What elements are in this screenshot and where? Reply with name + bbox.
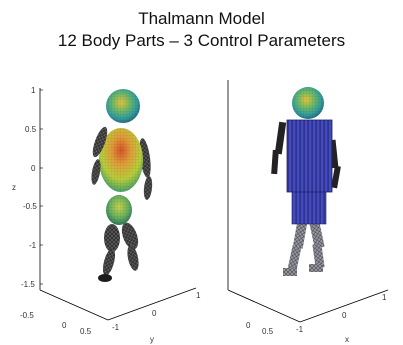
right-figure-arm-lower-right: [331, 166, 341, 189]
right-figure-torso: [287, 120, 332, 192]
right-y-tick-3: 1: [382, 293, 387, 302]
left-figure-shin-right: [125, 244, 140, 272]
left-z-label: z: [12, 183, 16, 192]
right-y-label: x: [345, 335, 349, 344]
right-x-tick-1: 0: [246, 321, 251, 330]
right-figure-arm-upper-left: [275, 122, 286, 155]
left-x-tick-2: 0.5: [80, 327, 92, 336]
left-y-tick-3: 1: [196, 291, 201, 300]
right-y-tick-1: -1: [296, 325, 304, 334]
left-y-label: y: [150, 335, 154, 344]
left-z-tick-1: 1: [31, 86, 36, 95]
left-y-tick-1: -1: [112, 323, 120, 332]
left-x-tick-1: 0: [62, 321, 67, 330]
left-bottom-tick: -0.5: [20, 311, 34, 320]
left-figure-shin-left: [101, 247, 118, 277]
right-x-tick-2: 0.5: [262, 327, 274, 336]
left-panel-axes: 1 0.5 0 -0.5 -1 -1.5 z -0.5 0 0.5 -1 0 1…: [12, 86, 201, 344]
left-z-tick-5: -1: [29, 241, 37, 250]
right-figure-hips: [292, 190, 326, 224]
right-figure: [271, 87, 341, 276]
right-y-tick-2: 0: [342, 311, 347, 320]
left-y-tick-2: 0: [152, 309, 157, 318]
right-figure-thigh-left: [293, 221, 307, 248]
left-z-tick-6: -1.5: [21, 280, 35, 289]
right-figure-arm-lower-left: [271, 150, 279, 174]
right-figure-foot-left: [283, 268, 297, 276]
left-figure: [90, 89, 153, 282]
right-figure-foot-right: [309, 264, 323, 272]
left-figure-foot-left: [98, 274, 112, 282]
left-figure-arm-lower-right: [143, 176, 153, 201]
left-z-tick-2: 0.5: [25, 125, 37, 134]
right-figure-shin-left: [288, 245, 302, 270]
left-z-tick-3: 0: [31, 164, 36, 173]
left-figure-thigh-left: [104, 224, 120, 252]
left-z-tick-4: -0.5: [23, 202, 37, 211]
